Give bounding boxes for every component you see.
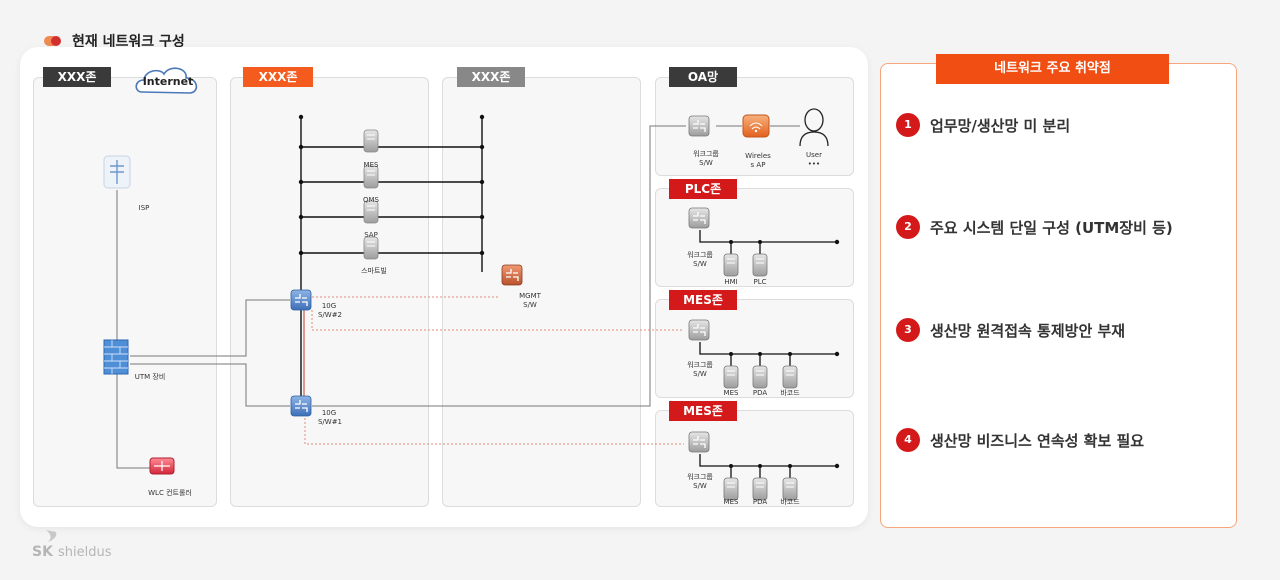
mes2-switch-label-a: 워크그룹: [687, 473, 713, 481]
switch-2-label-a: 10G: [322, 302, 336, 310]
vulnerability-number-2: 2: [896, 215, 920, 239]
title-bullet-icon: [44, 35, 64, 47]
plc-switch-label-a: 워크그룹: [687, 251, 713, 259]
mes2-switch-label-b: S/W: [693, 482, 707, 490]
vulnerability-item-4: 4 생산망 비즈니스 연속성 확보 필요: [896, 428, 1144, 452]
mes2-workgroup-switch-icon: [688, 431, 710, 453]
wlc-controller-icon: [149, 457, 175, 475]
mes1-barcode-device-icon: [782, 365, 798, 389]
isp-label: ISP: [139, 204, 150, 212]
mes2-pda-label: PDA: [753, 498, 767, 506]
zone-external: [33, 77, 217, 507]
vulnerability-item-3: 3 생산망 원격접속 통제방안 부재: [896, 318, 1125, 342]
mes1-switch-label-b: S/W: [693, 370, 707, 378]
qms-server-label: QMS: [363, 196, 380, 204]
logo-shieldus-text: shieldus: [58, 545, 112, 560]
sap-server-label: SAP: [364, 231, 378, 239]
mes2-mes-label: MES: [724, 498, 739, 506]
smart-server-icon: [363, 236, 379, 260]
page-title-text: 현재 네트워크 구성: [72, 34, 185, 50]
vulnerability-text-1: 업무망/생산망 미 분리: [930, 116, 1071, 135]
zone-servers: [442, 77, 641, 507]
network-topology: Internet ISP UTM 장비 WLC 컨트롤러 MES QMS SAP…: [103, 67, 840, 506]
mes1-pda-device-icon: [752, 365, 768, 389]
mes1-workgroup-switch-icon: [688, 319, 710, 341]
internet-label: Internet: [143, 75, 194, 88]
zone-plc-tag: PLC존: [669, 179, 737, 199]
hmi-device-icon: [723, 253, 739, 277]
oa-workgroup-switch-icon: [688, 115, 710, 137]
logo-sk-text: SK: [32, 544, 54, 560]
mes1-mes-label: MES: [724, 389, 739, 397]
mes1-barcode-label: 바코드: [780, 388, 800, 397]
switch-1-label-a: 10G: [322, 409, 336, 417]
oa-switch-label-b: S/W: [699, 159, 713, 167]
vulnerability-item-2: 2 주요 시스템 단일 구성 (UTM장비 등): [896, 215, 1173, 239]
internet-cloud-icon: [135, 67, 198, 94]
plc-switch-label-b: S/W: [693, 260, 707, 268]
mes2-barcode-device-icon: [782, 477, 798, 501]
plc-device-icon: [752, 253, 768, 277]
mes-server-icon: [363, 129, 379, 153]
sk-shieldus-logo: SK shieldus: [32, 530, 112, 560]
mes-server-label: MES: [364, 161, 379, 169]
vulnerability-text-4: 생산망 비즈니스 연속성 확보 필요: [930, 431, 1145, 450]
smart-server-label: 스마트빌: [361, 266, 387, 275]
plc-label: PLC: [753, 278, 766, 286]
vulnerability-text-2: 주요 시스템 단일 구성 (UTM장비 등): [930, 218, 1173, 237]
switch-2-label-b: S/W#2: [318, 311, 342, 319]
sap-server-icon: [363, 200, 379, 224]
mes1-mes-device-icon: [723, 365, 739, 389]
vulnerability-number-4: 4: [896, 428, 920, 452]
hmi-label: HMI: [724, 278, 737, 286]
qms-server-icon: [363, 165, 379, 189]
page-title: 현재 네트워크 구성: [44, 31, 185, 51]
switch-2-icon: [290, 289, 312, 311]
mgmt-switch-icon: [501, 264, 523, 286]
wlc-label: WLC 컨트롤러: [148, 488, 192, 497]
mes1-pda-label: PDA: [753, 389, 767, 397]
zone-mes-1-tag: MES존: [669, 290, 737, 310]
mes2-mes-device-icon: [723, 477, 739, 501]
wireless-ap-icon: [742, 114, 770, 138]
mgmt-label-a: MGMT: [519, 292, 542, 300]
mes1-switch-label-a: 워크그룹: [687, 361, 713, 369]
ap-label-b: s AP: [751, 161, 766, 169]
vulnerability-text-3: 생산망 원격접속 통제방안 부재: [930, 321, 1126, 340]
switch-1-icon: [290, 395, 312, 417]
utm-label: UTM 장비: [135, 372, 166, 381]
ap-label-a: Wireles: [745, 152, 771, 160]
vulnerability-number-3: 3: [896, 318, 920, 342]
zone-core: [230, 77, 429, 507]
utm-firewall-icon: [103, 339, 129, 375]
mes2-pda-device-icon: [752, 477, 768, 501]
zone-core-tag: XXX존: [243, 67, 313, 87]
zone-servers-tag: XXX존: [457, 67, 525, 87]
zone-mes-2-tag: MES존: [669, 401, 737, 421]
vulnerabilities-title: 네트워크 주요 취약점: [936, 54, 1169, 84]
mes2-barcode-label: 바코드: [780, 497, 800, 506]
user-icon: [799, 108, 829, 147]
plc-workgroup-switch-icon: [688, 207, 710, 229]
zone-external-tag: XXX존: [43, 67, 111, 87]
user-dots: •••: [808, 160, 820, 168]
vulnerability-item-1: 1 업무망/생산망 미 분리: [896, 113, 1070, 137]
mgmt-label-b: S/W: [523, 301, 537, 309]
oa-switch-label-a: 워크그룹: [693, 150, 719, 158]
isp-router-icon: [103, 155, 131, 189]
switch-1-label-b: S/W#1: [318, 418, 342, 426]
vulnerability-number-1: 1: [896, 113, 920, 137]
user-label: User: [806, 151, 822, 159]
vulnerabilities-panel: [880, 63, 1237, 528]
zone-oa-tag: OA망: [669, 67, 737, 87]
